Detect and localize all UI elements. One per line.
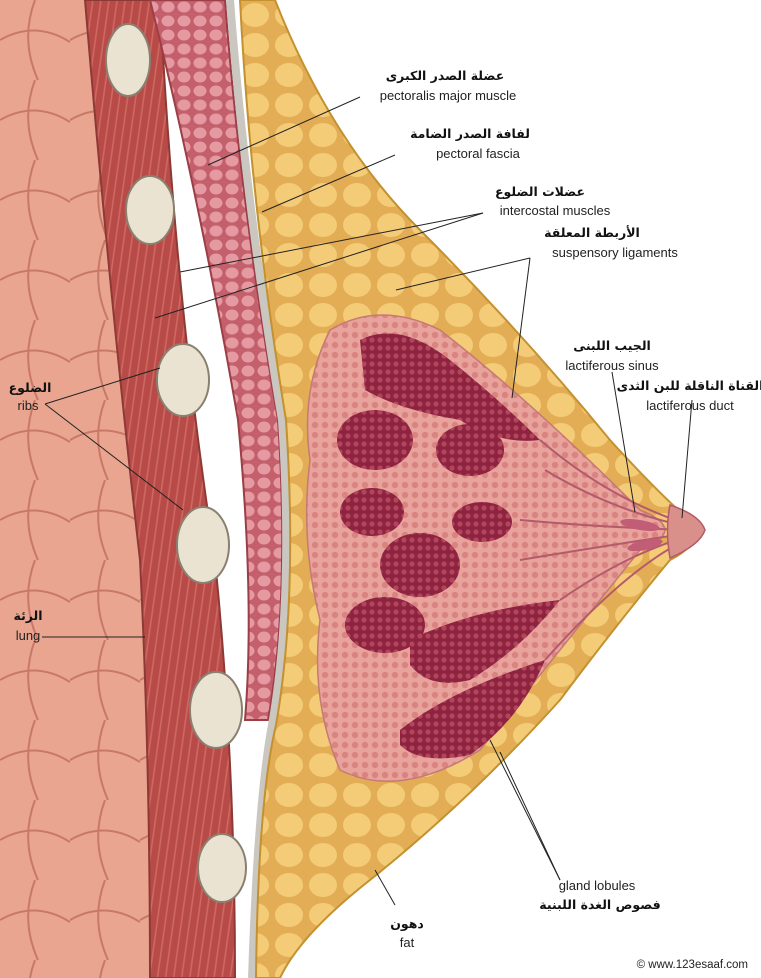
label-lung-ar: الرئة: [13, 608, 42, 623]
label-fat-ar: دهون: [390, 916, 424, 931]
label-sinus-ar: الجيب اللبنى: [573, 338, 651, 353]
label-suspensory-ar: الأربطة المعلقة: [544, 225, 640, 240]
site-credit: © www.123esaaf.com: [637, 959, 748, 971]
label-pectoralis-en: pectoralis major muscle: [380, 88, 517, 103]
label-fascia-en: pectoral fascia: [436, 146, 521, 161]
label-lung-en: lung: [16, 628, 41, 643]
rib: [106, 24, 150, 96]
label-intercostal-ar: عضلات الضلوع: [495, 184, 585, 199]
label-fat-en: fat: [400, 935, 415, 950]
lobule: [452, 502, 512, 542]
lobule: [436, 424, 504, 476]
label-suspensory-en: suspensory ligaments: [552, 245, 678, 260]
label-pectoralis-ar: عضلة الصدر الكبرى: [386, 68, 505, 83]
label-lobules-en: gland lobules: [559, 878, 636, 893]
label-ribs-en: ribs: [18, 398, 39, 413]
label-duct-en: lactiferous duct: [646, 398, 734, 413]
rib: [157, 344, 209, 416]
label-ribs-ar: الضلوع: [9, 380, 52, 395]
label-fascia-ar: لفافة الصدر الضامة: [410, 126, 530, 141]
label-intercostal-en: intercostal muscles: [500, 203, 611, 218]
rib: [177, 507, 229, 583]
nipple-shape: [668, 505, 706, 558]
rib: [190, 672, 242, 748]
lobule: [337, 410, 413, 470]
lobule: [380, 533, 460, 597]
label-lobules-ar: فصوص الغدة اللبنية: [539, 897, 660, 912]
rib: [198, 834, 246, 902]
rib: [126, 176, 174, 244]
lobule: [340, 488, 404, 536]
label-sinus-en: lactiferous sinus: [565, 358, 659, 373]
label-duct-ar: القناة الناقلة للبن الثدى: [617, 378, 761, 393]
